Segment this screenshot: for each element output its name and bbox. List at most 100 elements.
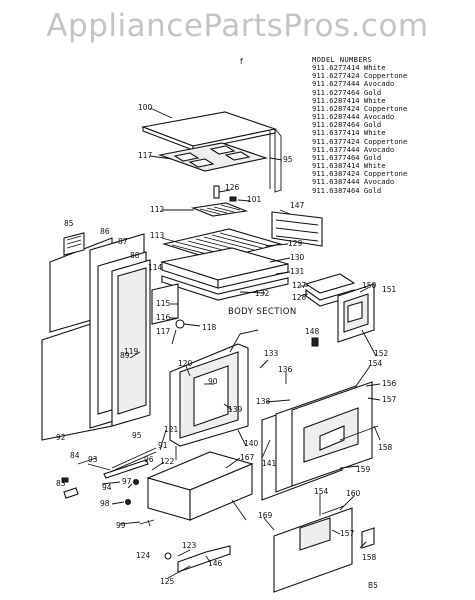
screw-part bbox=[133, 479, 139, 485]
callout-label: 129 bbox=[288, 239, 303, 248]
callout-label: 101 bbox=[247, 195, 262, 204]
model-number: 911.6277424 Coppertone bbox=[312, 71, 408, 81]
drawer-slide-part bbox=[103, 459, 149, 479]
callout-label: 119 bbox=[124, 347, 139, 356]
oven-liner-parts bbox=[151, 283, 185, 345]
model-number: 911.6287424 Coppertone bbox=[312, 103, 408, 113]
callout-label: 85 bbox=[64, 219, 74, 228]
callout-label: 150 bbox=[362, 281, 377, 290]
callout-label: 83 bbox=[56, 479, 66, 488]
callout-label: 84 bbox=[70, 451, 80, 460]
oven-door-part bbox=[261, 381, 373, 501]
callout-label: 87 bbox=[118, 237, 128, 246]
model-number: 911.6287464 Gold bbox=[312, 120, 382, 130]
callout-label: 90 bbox=[208, 377, 218, 386]
model-number: 911.6277414 White bbox=[312, 63, 386, 73]
callout-label: 159 bbox=[356, 465, 371, 474]
callout-label: 154 bbox=[368, 359, 383, 368]
screw-part bbox=[61, 477, 69, 483]
vent-trim-part bbox=[271, 211, 323, 247]
callout-label: 160 bbox=[346, 489, 361, 498]
callout-label: 158 bbox=[378, 443, 393, 452]
callout-label: 98 bbox=[100, 499, 110, 508]
callout-label: 88 bbox=[130, 251, 140, 260]
callout-label: 96 bbox=[144, 455, 154, 464]
callout-label: 141 bbox=[262, 459, 277, 468]
callout-label: 115 bbox=[156, 299, 171, 308]
bracket-part bbox=[361, 527, 375, 549]
model-number: 911.6387414 White bbox=[312, 161, 386, 171]
callout-label: 120 bbox=[178, 359, 193, 368]
callout-label: 136 bbox=[278, 365, 293, 374]
broiler-pan-part bbox=[159, 247, 289, 301]
callout-label: 117 bbox=[138, 151, 153, 160]
model-number: 911.6287444 Avocado bbox=[312, 112, 395, 122]
model-number: 911.6377464 Gold bbox=[312, 152, 382, 162]
top-mark: f bbox=[240, 57, 243, 66]
callout-label: 99 bbox=[116, 521, 126, 530]
callout-label: 140 bbox=[244, 439, 259, 448]
door-handle-part bbox=[339, 425, 379, 441]
kick-panel-part bbox=[139, 519, 231, 573]
burner-box-part bbox=[157, 142, 269, 172]
service-panel-part bbox=[273, 505, 353, 593]
callout-label: 121 bbox=[164, 425, 179, 434]
model-numbers-header: MODEL NUMBERS bbox=[312, 55, 373, 64]
leader-lines bbox=[77, 107, 381, 579]
model-number: 911.6387464 Gold bbox=[312, 185, 382, 195]
model-number: 911.6287414 White bbox=[312, 95, 386, 105]
callout-label: 95 bbox=[132, 431, 142, 440]
callout-label: 146 bbox=[208, 559, 223, 568]
callout-label: 154 bbox=[314, 487, 329, 496]
broiler-drawer-parts bbox=[304, 273, 375, 343]
model-number: 911.6387444 Avocado bbox=[312, 177, 395, 187]
callout-label: 112 bbox=[150, 205, 165, 214]
callout-label: 123 bbox=[182, 541, 197, 550]
callout-label: 138 bbox=[256, 397, 271, 406]
callout-label: 86 bbox=[100, 227, 110, 236]
storage-drawer-part bbox=[146, 451, 254, 521]
screw-part bbox=[229, 196, 237, 202]
oven-door-frame-part bbox=[169, 329, 259, 447]
pin-part bbox=[213, 185, 220, 199]
callout-label: 97 bbox=[122, 477, 132, 486]
model-number: 911.6277444 Avocado bbox=[312, 79, 395, 89]
callout-label: 126 bbox=[225, 183, 240, 192]
section-label: BODY SECTION bbox=[228, 307, 297, 317]
callout-label: 133 bbox=[264, 349, 279, 358]
callout-label: 113 bbox=[150, 231, 165, 240]
rating-plate-part bbox=[63, 232, 85, 256]
callout-label: 139 bbox=[228, 405, 243, 414]
callout-label: 114 bbox=[148, 263, 163, 272]
callout-label: 127 bbox=[292, 281, 307, 290]
callout-label: 167 bbox=[240, 453, 255, 462]
model-number: 911.6377414 White bbox=[312, 128, 386, 138]
model-number: 911.6377424 Coppertone bbox=[312, 136, 408, 146]
callout-label: 130 bbox=[290, 253, 305, 262]
callout-label: 122 bbox=[160, 457, 175, 466]
page-number: B5 bbox=[368, 581, 378, 590]
callout-label: 131 bbox=[290, 267, 305, 276]
callout-label: 94 bbox=[102, 483, 112, 492]
callout-label: 117 bbox=[156, 327, 171, 336]
callout-label: 148 bbox=[305, 327, 320, 336]
drawer-rail-part bbox=[109, 447, 157, 473]
callout-label: 169 bbox=[258, 511, 273, 520]
callout-label: 152 bbox=[374, 349, 389, 358]
broiler-grate-part bbox=[190, 202, 249, 217]
callout-label: 147 bbox=[290, 201, 305, 210]
callout-label: 151 bbox=[382, 285, 397, 294]
callout-label: 132 bbox=[255, 289, 270, 298]
callout-label: 125 bbox=[160, 577, 175, 586]
clip-part bbox=[311, 337, 319, 347]
callout-label: 92 bbox=[56, 433, 66, 442]
callout-label: 93 bbox=[88, 455, 98, 464]
callout-label: 100 bbox=[138, 103, 153, 112]
callout-label: 157 bbox=[382, 395, 397, 404]
callout-label: 91 bbox=[158, 441, 168, 450]
callout-label: 118 bbox=[202, 323, 217, 332]
body-side-panels bbox=[41, 233, 151, 441]
callout-label: 116 bbox=[156, 313, 171, 322]
